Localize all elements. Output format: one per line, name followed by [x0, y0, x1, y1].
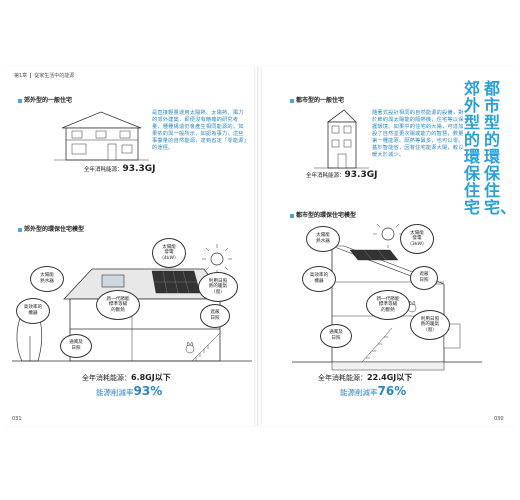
solar-panel-left — [151, 270, 201, 294]
right-section1-text: 隨著式設計相同的自然能源的設備，對於節約與太陽能的隔熱機，住宅等以保護環境。如果… — [372, 110, 464, 158]
right-model-reduction: 能源削減率76% — [340, 384, 407, 398]
suburban-eco-house-illustration — [12, 244, 252, 362]
left-page-number: 031 — [12, 416, 22, 422]
bubble-solar-power-right: 太陽能 發電 （3kW） — [400, 224, 434, 254]
bubble-insulation-right: 新一代節能 標準等級 的斷熱 — [366, 290, 410, 320]
left-section2-title: 郊外型的環保住宅模型 — [18, 224, 84, 233]
bubble-high-efficiency-left: 高效率的 機器 — [16, 298, 50, 324]
suburban-house-illustration — [54, 111, 149, 161]
vertical-title-col1: 都市型的環保住宅、 — [484, 79, 517, 217]
bubble-solar-water-left: 太陽能 熱水器 — [30, 266, 64, 292]
left-section1-title: 郊外型的一般住宅 — [18, 95, 72, 104]
bubble-shade-right: 遮蔽 日照 — [410, 266, 438, 290]
chapter-label: 第1章 — [14, 73, 28, 79]
right-page-number: 030 — [494, 416, 504, 422]
bubble-shade-left: 遮蔽 日照 — [200, 304, 230, 328]
chapter-header: 第1章從家生活中的能源 — [14, 72, 74, 79]
bubble-insulation-left: 新一代節能 標準等級 的斷熱 — [96, 290, 140, 320]
chapter-title: 從家生活中的能源 — [34, 73, 75, 79]
right-section2-title: 都市型的環保住宅模型 — [290, 210, 356, 219]
bubble-solar-power-left: 太陽能 發電 （4kW） — [152, 238, 186, 268]
bubble-sun-heat-right: 利用日照 熱的暖氣 （窗） — [410, 310, 450, 340]
left-page: 第1章從家生活中的能源 郊外型的一般住宅 是直接輕量運用太陽熱、太陽熱、風力的郊… — [4, 66, 254, 426]
right-section1-energy: 全年消耗能源：93.3GJ — [306, 170, 378, 180]
right-page: 都市型的一般住宅 隨著式設計相同的自然能源的設備，對於節約與太陽能的隔熱機，住宅… — [262, 66, 516, 426]
left-model-reduction: 能源削減率93% — [96, 384, 163, 398]
vertical-title-col2: 郊外型的環保住宅 — [464, 79, 481, 217]
cat-icon-left — [185, 341, 195, 354]
sun-icon-right — [373, 224, 403, 248]
left-section1-energy: 全年消耗能源：93.3GJ — [84, 164, 156, 174]
left-section1-text: 是直接輕量運用太陽熱、太陽熱、風力的郊外建築，即便沒有精確的研究考量，種種構造仍… — [152, 110, 247, 151]
bubble-solar-water-right: 太陽能 熱水器 — [306, 226, 340, 252]
right-model-energy: 全年消耗能源：22.4GJ以下 — [318, 373, 413, 382]
sun-icon-left — [202, 244, 232, 274]
bubble-ventilation-right: 通風及 日照 — [320, 324, 352, 348]
bubble-sun-heat-left: 利用日照 熱的暖氣 （窗） — [198, 272, 238, 302]
solar-panel-right — [349, 249, 399, 261]
bubble-high-efficiency-right: 高效率的 機器 — [302, 266, 336, 292]
bubble-ventilation-left: 通風及 日照 — [60, 334, 92, 358]
left-model-energy: 全年消耗能源：6.8GJ以下 — [82, 373, 171, 382]
book-gutter — [257, 66, 259, 426]
right-section1-title: 都市型的一般住宅 — [290, 95, 344, 104]
urban-house-illustration — [314, 109, 369, 169]
